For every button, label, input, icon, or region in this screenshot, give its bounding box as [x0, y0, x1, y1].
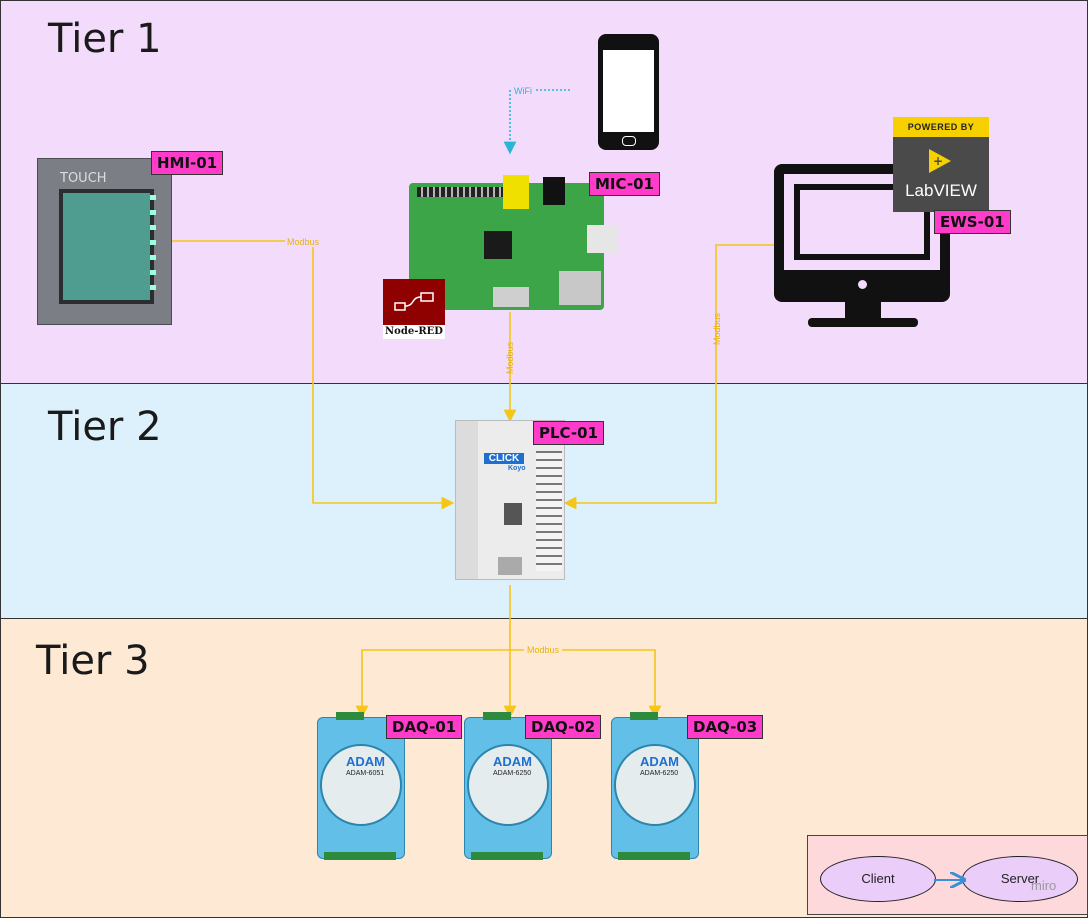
node-red-logo: Node-RED: [383, 279, 445, 339]
legend-box: Client Server miro: [807, 835, 1088, 915]
daq-02-tag: DAQ-02: [525, 715, 602, 739]
monitor-neck: [845, 300, 881, 320]
daq-01-terminals-bottom: [324, 852, 396, 860]
phone-screen: [603, 50, 654, 132]
monitor-power-dot: [858, 280, 867, 289]
daq-02-device: ADAM ADAM-6250: [464, 712, 552, 860]
audio-port: [543, 177, 565, 205]
daq-02-terminals-bottom: [471, 852, 543, 860]
ews-link-label: Modbus: [712, 312, 722, 345]
gpio-header: [417, 187, 512, 197]
daq-02-brand: ADAM: [493, 754, 532, 769]
daq-01-device: ADAM ADAM-6051: [317, 712, 405, 860]
daq-link-label: Modbus: [527, 645, 560, 655]
hmi-buttons: [150, 195, 156, 295]
phone-device: [598, 34, 659, 150]
plc-terminal-block: [536, 451, 562, 571]
wifi-link: [503, 89, 570, 155]
hmi-link-label: Modbus: [287, 237, 320, 247]
ews-plc-link: [563, 244, 775, 510]
daq-03-brand: ADAM: [640, 754, 679, 769]
daq-03-terminals-bottom: [618, 852, 690, 860]
daq-01-model: ADAM-6051: [346, 770, 385, 777]
mic-tag: MIC-01: [589, 172, 660, 196]
plc-tag: PLC-01: [533, 421, 605, 445]
hmi-tag: HMI-01: [151, 151, 224, 175]
mic-link-label: Modbus: [505, 341, 515, 374]
daq-03-face: [614, 744, 696, 826]
wifi-link-label: WiFi: [514, 86, 532, 96]
daq-01-face: [320, 744, 402, 826]
labview-badge: POWERED BY + LabVIEW: [893, 117, 989, 212]
daq-02-model: ADAM-6250: [493, 770, 532, 777]
tier-1-title: Tier 1: [48, 16, 162, 62]
svg-text:+: +: [933, 154, 943, 168]
hmi-brand: TOUCH: [60, 171, 107, 186]
hdmi-port: [493, 287, 529, 307]
daq-01-brand: ADAM: [346, 754, 385, 769]
usb-right: [587, 225, 617, 253]
plc-ethernet-port: [504, 503, 522, 525]
plc-brand: CLICK: [484, 453, 524, 464]
cpu-chip: [484, 231, 512, 259]
tier-2-title: Tier 2: [48, 404, 162, 450]
node-red-label: Node-RED: [383, 325, 445, 339]
hmi-screen: [59, 189, 154, 304]
daq-01-tag: DAQ-01: [386, 715, 463, 739]
phone-home-button: [622, 136, 636, 146]
usb-port: [503, 175, 529, 209]
legend-arrow: [934, 870, 972, 890]
legend-server: Server: [962, 856, 1078, 902]
plc-device: CLICK Koyo: [455, 420, 565, 580]
daq-02-face: [467, 744, 549, 826]
labview-top-strip: POWERED BY: [893, 117, 989, 137]
miro-watermark: miro: [1031, 878, 1057, 893]
hmi-plc-link: [172, 240, 455, 510]
legend-client: Client: [820, 856, 936, 902]
node-red-icon: [394, 292, 434, 311]
daq-02-terminals-top: [483, 712, 511, 720]
daq-03-tag: DAQ-03: [687, 715, 764, 739]
daq-01-terminals-top: [336, 712, 364, 720]
plc-daq3-link: [510, 649, 662, 719]
labview-name: LabVIEW: [905, 181, 977, 200]
plc-connector: [498, 557, 522, 575]
hmi-device: TOUCH: [37, 158, 172, 325]
plc-daq1-link: [355, 649, 510, 719]
plc-sub-brand: Koyo: [508, 465, 526, 472]
labview-play-icon: +: [929, 149, 951, 173]
plc-left-panel: [456, 421, 478, 579]
tier-3-title: Tier 3: [36, 638, 150, 684]
daq-03-model: ADAM-6250: [640, 770, 679, 777]
ethernet-port: [559, 271, 601, 305]
daq-03-device: ADAM ADAM-6250: [611, 712, 699, 860]
ews-tag: EWS-01: [934, 210, 1011, 234]
daq-03-terminals-top: [630, 712, 658, 720]
monitor-base: [808, 318, 918, 327]
